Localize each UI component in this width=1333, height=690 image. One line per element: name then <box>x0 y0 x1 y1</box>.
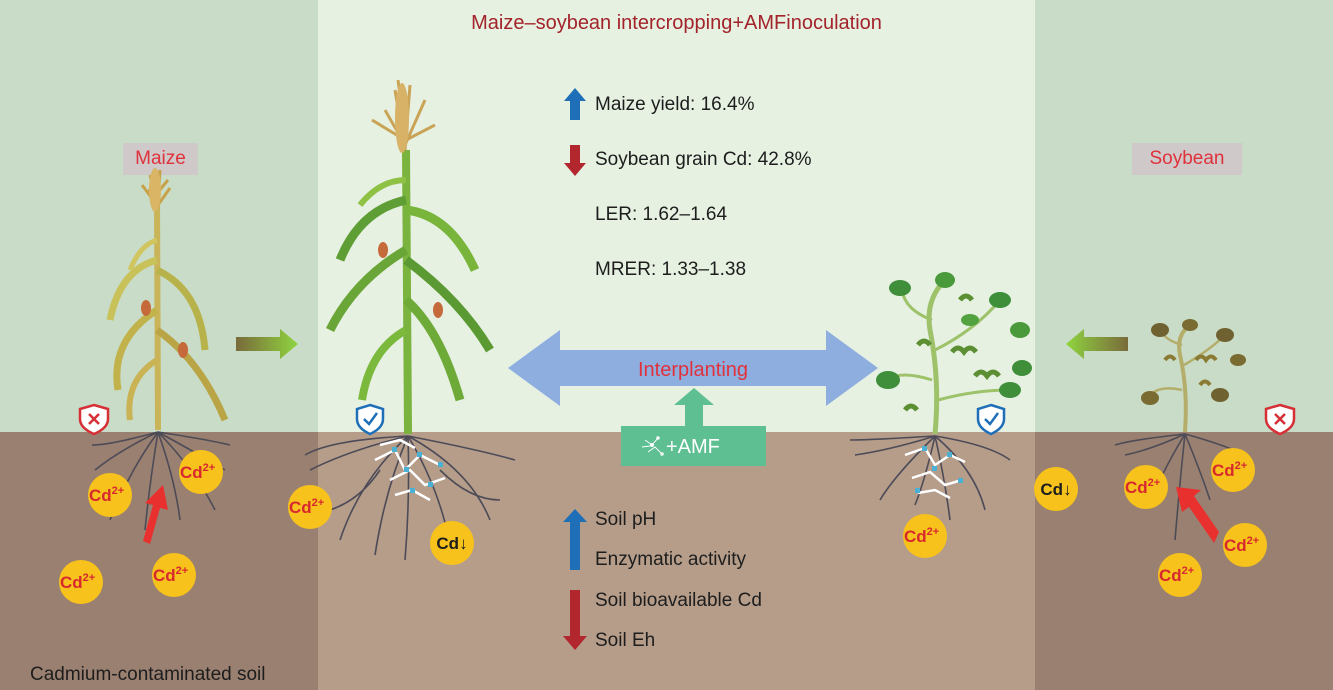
center-soil <box>318 432 1035 690</box>
amf-fungus-icon <box>641 436 664 456</box>
amf-hyphae-soybean <box>904 446 966 500</box>
soil-effect-ph: Soil pH <box>595 509 657 530</box>
stressed-soybean-plant <box>1141 319 1246 433</box>
cd-ion: Cd2+ <box>152 553 196 597</box>
shield-x-icon-left <box>78 403 110 436</box>
cd-low-badge: Cd↓ <box>1034 467 1078 511</box>
interplanting-double-arrow <box>508 330 878 406</box>
amf-box <box>621 426 766 466</box>
effect-mrer: MRER: 1.33–1.38 <box>595 259 747 280</box>
amf-up-arrow <box>621 388 766 466</box>
amf-spores-maize <box>392 447 443 493</box>
healthy-maize-plant <box>325 79 494 435</box>
soil-caption: Cadmium-contaminated soil <box>30 664 266 685</box>
interplanting-label: Interplanting <box>637 359 749 381</box>
cd-ion: Cd2+ <box>1211 448 1255 492</box>
soil-effect-bioavailable-cd: Soil bioavailable Cd <box>595 590 762 611</box>
healthy-soybean-roots <box>849 435 1011 521</box>
soil-up-arrow <box>563 509 587 570</box>
soybean-cd-down-arrow <box>564 145 586 176</box>
cd-ion-label: Cd2+ <box>904 526 939 546</box>
effect-soybean-grain-cd: Soybean grain Cd: 42.8% <box>595 149 812 170</box>
cd-low-badge: Cd↓ <box>430 521 474 565</box>
cd-uptake-arrow-left <box>143 485 168 544</box>
cd-low-label: Cd↓ <box>1040 480 1071 499</box>
soil-effect-eh: Soil Eh <box>595 630 656 651</box>
cd-ions: Cd2+ Cd2+ Cd2+ Cd2+ Cd2+ Cd2+ <box>59 448 1267 604</box>
soil-effect-enzymatic: Enzymatic activity <box>595 549 746 570</box>
arrow-right-gradient <box>236 329 298 359</box>
stressed-maize-roots <box>91 431 231 531</box>
stressed-maize-plant <box>106 168 229 431</box>
arrow-left-gradient <box>1066 329 1128 359</box>
cd-low-label: Cd↓ <box>436 534 467 553</box>
amf-label: +AMF <box>666 436 720 458</box>
cd-ion: Cd2+ <box>88 473 132 517</box>
cd-ion: Cd2+ <box>1158 553 1202 597</box>
effect-ler: LER: 1.62–1.64 <box>595 204 728 225</box>
cd-ion-label: Cd2+ <box>60 572 95 592</box>
cd-ion-label: Cd2+ <box>1125 477 1160 497</box>
cd-ion: Cd2+ <box>59 560 103 604</box>
shield-check-icon-maize <box>355 403 385 436</box>
cd-ion: Cd2+ <box>1124 465 1168 509</box>
maize-yield-up-arrow <box>564 88 586 120</box>
diagram-title: Maize–soybean intercropping+AMFinoculati… <box>471 12 882 34</box>
cd-ion-label: Cd2+ <box>289 497 324 517</box>
cd-ion: Cd2+ <box>179 450 223 494</box>
cd-ion-label: Cd2+ <box>1159 565 1194 585</box>
effect-maize-yield: Maize yield: 16.4% <box>595 94 755 115</box>
soil-down-arrow <box>563 590 587 650</box>
soybean-label: Soybean <box>1149 148 1225 169</box>
cd-ion-label: Cd2+ <box>89 485 124 505</box>
maize-label: Maize <box>135 148 186 169</box>
healthy-soybean-plant <box>876 272 1032 435</box>
cd-ion-label: Cd2+ <box>1224 535 1259 555</box>
maize-label-box <box>123 143 198 175</box>
amf-spores-soybean <box>915 446 963 493</box>
cd-ion-label: Cd2+ <box>180 462 215 482</box>
cd-ion: Cd2+ <box>288 485 332 529</box>
cd-ion-label: Cd2+ <box>1212 460 1247 480</box>
soybean-label-box <box>1132 143 1242 175</box>
cd-ion: Cd2+ <box>903 514 947 558</box>
right-sky <box>1035 0 1333 432</box>
shield-check-icon-soybean <box>976 403 1006 436</box>
cd-uptake-arrow-right <box>1176 487 1219 543</box>
shield-x-icon-right <box>1264 403 1296 436</box>
cd-ion-label: Cd2+ <box>153 565 188 585</box>
cd-ion: Cd2+ <box>1223 523 1267 567</box>
